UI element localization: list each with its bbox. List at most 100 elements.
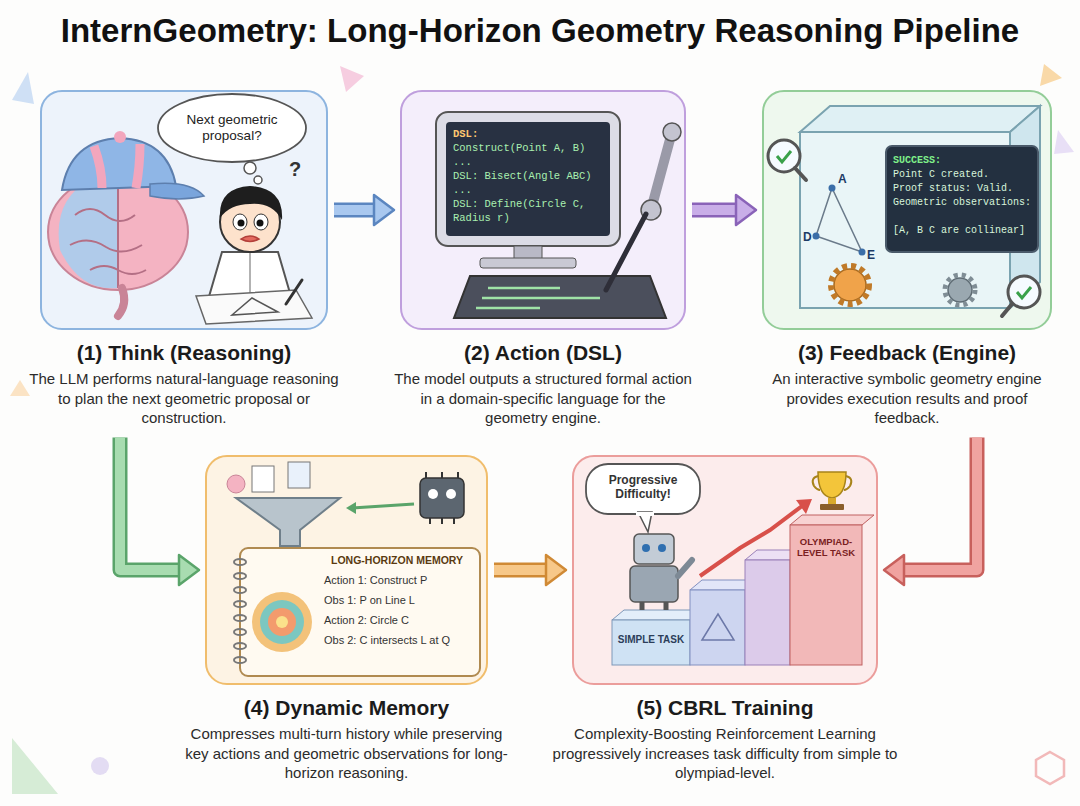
thought-bubble	[158, 94, 306, 162]
trophy-stem	[828, 498, 836, 504]
gear	[948, 278, 972, 302]
notebook-rings-part	[234, 601, 246, 607]
arrow-shaft	[692, 205, 738, 215]
decor-dot	[91, 757, 109, 775]
trend-arrowhead	[796, 499, 812, 514]
engine-illustration	[762, 90, 1052, 330]
decor-hexagon	[1036, 752, 1064, 784]
engine-output: Geometric observations:	[893, 196, 1035, 210]
step-label: OLYMPIAD-LEVEL TASK	[790, 536, 862, 559]
panel-heading: (3) Feedback (Engine)	[762, 341, 1052, 365]
panel-ground	[400, 90, 686, 330]
pipeline-panel: (1) Think (Reasoning)The LLM performs na…	[40, 90, 328, 428]
point-dot	[813, 233, 820, 240]
arrow-shaft	[494, 565, 548, 575]
background-decor	[10, 64, 1074, 794]
panel-ground	[762, 90, 1052, 330]
triangle-sketch	[232, 298, 278, 315]
cap-brim	[150, 183, 204, 199]
engine-output: Proof status: Valid.	[893, 182, 1035, 196]
thought-text: Next geometric proposal?	[166, 112, 298, 144]
screen-code: ...	[453, 156, 605, 170]
decor-triangle	[10, 380, 30, 396]
magnifier-handle	[1002, 304, 1012, 316]
gear-teeth	[945, 275, 975, 305]
hair	[220, 186, 282, 220]
chip-arrow	[352, 504, 414, 508]
magnifier-handle	[795, 168, 806, 180]
engine-output: [A, B C are collinear]	[893, 224, 1035, 238]
notebook-rings-part	[234, 629, 246, 635]
panel-heading: (2) Action (DSL)	[400, 341, 686, 365]
notebook-rings-part	[234, 643, 246, 649]
brain-stem	[118, 288, 124, 316]
screen-code: DSL:	[453, 128, 605, 142]
arrow-head	[546, 555, 566, 585]
memory-title: LONG-HORIZON MEMORY	[322, 554, 472, 567]
cap-stripes	[94, 144, 140, 188]
gear-teeth	[831, 266, 869, 304]
pipeline-panel: (2) Action (DSL)The model outputs a stru…	[400, 90, 686, 428]
gear	[834, 269, 866, 301]
robot-eye	[658, 544, 666, 552]
decor-triangle	[12, 72, 34, 104]
chip-eye	[446, 489, 456, 499]
brain-lobe	[59, 179, 118, 288]
robot-legs	[642, 602, 666, 610]
diagram-title: InternGeometry: Long-Horizon Geometry Re…	[0, 12, 1080, 50]
arrow-shaft	[120, 438, 181, 571]
flow-arrow	[884, 438, 977, 586]
panel-ground	[205, 455, 488, 685]
arrow-outline	[334, 203, 376, 218]
panel-frame	[40, 90, 328, 330]
step-top	[790, 515, 874, 525]
document	[288, 462, 310, 488]
pupil	[238, 220, 245, 227]
panel-heading: (5) CBRL Training	[572, 696, 878, 720]
flow-arrow	[494, 555, 566, 585]
arrow-head	[374, 195, 394, 225]
panel-heading: (4) Dynamic Memory	[205, 696, 488, 720]
speech-tail-cover	[636, 512, 654, 516]
engine-output: SUCCESS:	[893, 154, 1035, 168]
trophy	[818, 472, 846, 498]
mini-brain	[227, 475, 245, 493]
engine-output: Point C created.	[893, 168, 1035, 182]
arrow-head	[884, 555, 904, 585]
panel-description: Complexity-Boosting Reinforcement Learni…	[552, 724, 898, 783]
cbrl-illustration	[572, 455, 878, 685]
memory-spiral	[268, 608, 296, 636]
notebook-rings-part	[234, 615, 246, 621]
memory-spiral	[252, 592, 312, 652]
stylus	[606, 214, 646, 290]
monitor	[436, 112, 620, 246]
decor-triangle	[12, 738, 58, 794]
trophy-handles	[813, 476, 852, 490]
screen-code: Construct(Point A, B)	[453, 142, 605, 156]
arrow-head	[179, 555, 199, 585]
cap-button	[114, 131, 126, 143]
pipeline-panel: (5) CBRL TrainingComplexity-Boosting Rei…	[572, 455, 878, 783]
notebook-rings-part	[234, 657, 246, 663]
monitor-screen	[446, 122, 610, 236]
point-dot	[859, 249, 866, 256]
cap	[62, 138, 176, 190]
panel-description: The model outputs a structured formal ac…	[388, 369, 698, 428]
decor-triangle	[340, 66, 364, 92]
memory-spiral	[260, 600, 304, 644]
speech-bubble	[586, 464, 700, 514]
brain-folds	[70, 182, 146, 288]
chip-eye	[428, 489, 438, 499]
pupil	[257, 220, 264, 227]
step-label: SIMPLE TASK	[612, 634, 690, 646]
chip-arrowhead	[346, 502, 356, 514]
mouth	[241, 236, 259, 242]
thought-dot	[254, 176, 262, 184]
step-block	[745, 560, 790, 665]
robot-arm	[678, 560, 692, 576]
panel-ground	[40, 90, 328, 330]
geometry-figure	[816, 188, 862, 252]
engine-screen	[886, 146, 1038, 252]
memory-entry: Obs 2: C intersects L at Q	[324, 634, 472, 648]
